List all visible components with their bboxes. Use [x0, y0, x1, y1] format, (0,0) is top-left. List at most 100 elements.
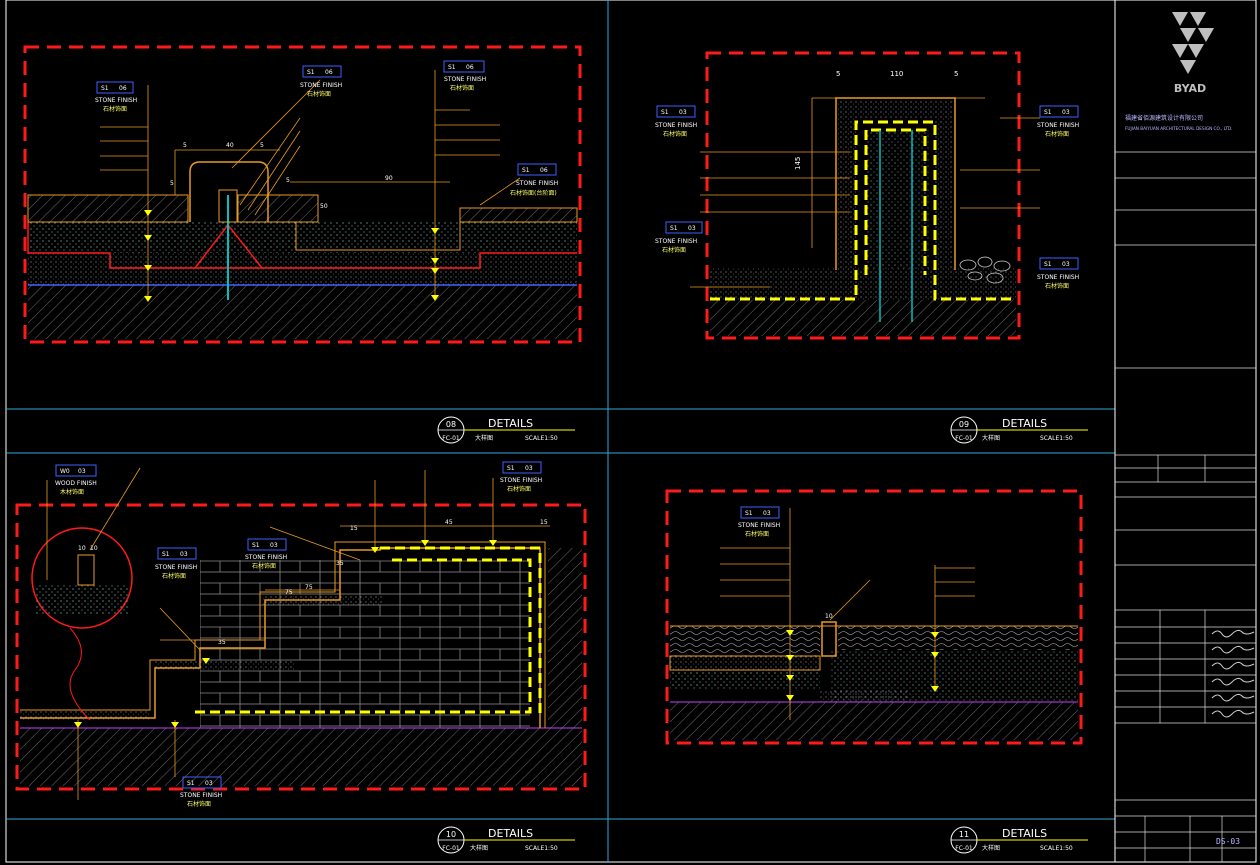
- drawing-number: DS-03: [1216, 837, 1240, 846]
- svg-text:03: 03: [1062, 109, 1070, 116]
- svg-text:石材饰面: 石材饰面: [507, 485, 531, 493]
- svg-text:石材饰面: 石材饰面: [187, 800, 211, 808]
- svg-text:S1: S1: [252, 542, 260, 549]
- svg-text:FC-01: FC-01: [955, 435, 973, 442]
- svg-text:10: 10: [78, 545, 86, 552]
- detail-09-dimensions: 5 110 5 145: [794, 70, 958, 170]
- svg-text:大样图: 大样图: [470, 844, 488, 852]
- svg-text:06: 06: [540, 167, 548, 174]
- svg-text:06: 06: [119, 85, 127, 92]
- sheet-frame: [5, 0, 1257, 863]
- svg-text:STONE FINISH: STONE FINISH: [1037, 274, 1079, 281]
- detail-08-dimensions: 40 5 5 5 90 5 50: [170, 142, 393, 210]
- detail-title-11: 11 FC-01 DETAILS 大样图 SCALE1:50: [950, 826, 1088, 854]
- detail-label: DETAILS: [488, 417, 533, 430]
- svg-text:5: 5: [286, 177, 290, 184]
- svg-text:15: 15: [540, 519, 548, 526]
- detail-09-drawing: [690, 51, 1040, 340]
- svg-text:145: 145: [794, 157, 802, 170]
- svg-text:S1: S1: [745, 510, 753, 517]
- svg-text:35: 35: [336, 560, 344, 567]
- svg-text:45: 45: [445, 519, 453, 526]
- svg-text:DETAILS: DETAILS: [1002, 417, 1047, 430]
- svg-text:石材饰面: 石材饰面: [662, 246, 686, 254]
- detail-08-drawing: [23, 45, 582, 344]
- svg-text:5: 5: [170, 180, 174, 187]
- svg-text:FC-01: FC-01: [442, 845, 460, 852]
- svg-text:75: 75: [305, 584, 313, 591]
- detail-11-drawing: [665, 489, 1083, 745]
- svg-text:06: 06: [466, 64, 474, 71]
- svg-text:石材饰面: 石材饰面: [1045, 130, 1069, 138]
- svg-text:09: 09: [959, 420, 969, 429]
- svg-text:STONE FINISH: STONE FINISH: [245, 554, 287, 561]
- svg-text:STONE FINISH: STONE FINISH: [180, 792, 222, 799]
- svg-text:石材饰面: 石材饰面: [103, 105, 127, 113]
- svg-text:STONE FINISH: STONE FINISH: [655, 122, 697, 129]
- svg-text:W0: W0: [60, 468, 70, 475]
- svg-text:STONE FINISH: STONE FINISH: [155, 564, 197, 571]
- svg-text:大样图: 大样图: [982, 844, 1000, 852]
- detail-number: 08: [446, 420, 456, 429]
- svg-text:5: 5: [954, 70, 958, 78]
- detail-title-10: 10 FC-01 DETAILS 大样图 SCALE1:50: [437, 826, 575, 854]
- svg-text:石材饰面: 石材饰面: [307, 90, 331, 98]
- svg-text:S1: S1: [670, 225, 678, 232]
- svg-text:SCALE1:50: SCALE1:50: [1040, 435, 1073, 442]
- svg-text:石材饰面: 石材饰面: [745, 530, 769, 538]
- svg-text:03: 03: [525, 465, 533, 472]
- svg-text:5: 5: [183, 142, 187, 149]
- svg-text:木材饰面: 木材饰面: [60, 488, 84, 496]
- svg-text:S1: S1: [522, 167, 530, 174]
- svg-text:10: 10: [446, 830, 456, 839]
- byad-logo-icon: [1172, 12, 1214, 74]
- svg-text:110: 110: [890, 70, 903, 78]
- svg-text:石材饰面: 石材饰面: [1045, 282, 1069, 290]
- svg-text:FC-01: FC-01: [442, 435, 460, 442]
- svg-text:石材饰面: 石材饰面: [252, 562, 276, 570]
- svg-text:03: 03: [78, 468, 86, 475]
- detail-11-dimensions: 10: [825, 613, 833, 620]
- svg-text:5: 5: [836, 70, 840, 78]
- svg-text:STONE FINISH: STONE FINISH: [444, 76, 486, 83]
- svg-text:STONE FINISH: STONE FINISH: [516, 180, 558, 187]
- svg-text:S1: S1: [101, 85, 109, 92]
- svg-text:15: 15: [350, 525, 358, 532]
- company-name-en: FUJIAN BAIYUAN ARCHITECTURAL DESIGN CO.,…: [1125, 126, 1232, 131]
- svg-text:S1: S1: [307, 69, 315, 76]
- svg-text:75: 75: [285, 589, 293, 596]
- svg-text:STONE FINISH: STONE FINISH: [1037, 122, 1079, 129]
- svg-text:S1: S1: [448, 64, 456, 71]
- svg-text:WOOD FINISH: WOOD FINISH: [55, 480, 97, 487]
- svg-text:SCALE1:50: SCALE1:50: [525, 435, 558, 442]
- svg-text:06: 06: [325, 69, 333, 76]
- svg-text:DETAILS: DETAILS: [488, 827, 533, 840]
- signatures: [1211, 629, 1255, 718]
- svg-text:03: 03: [270, 542, 278, 549]
- svg-text:FC-01: FC-01: [955, 845, 973, 852]
- svg-text:11: 11: [959, 830, 969, 839]
- svg-text:40: 40: [226, 142, 234, 149]
- svg-text:SCALE1:50: SCALE1:50: [525, 845, 558, 852]
- svg-text:50: 50: [320, 203, 328, 210]
- svg-text:03: 03: [763, 510, 771, 517]
- svg-text:石材饰面(台阶面): 石材饰面(台阶面): [510, 189, 557, 197]
- svg-text:石材饰面: 石材饰面: [450, 84, 474, 92]
- svg-text:S1: S1: [661, 109, 669, 116]
- detail-title-08: 08 FC-01 DETAILS 大样图 SCALE1:50: [437, 416, 575, 444]
- logo-text: BYAD: [1174, 82, 1206, 95]
- svg-text:03: 03: [688, 225, 696, 232]
- svg-text:大样图: 大样图: [982, 434, 1000, 442]
- svg-text:STONE FINISH: STONE FINISH: [95, 97, 137, 104]
- svg-text:S1: S1: [162, 551, 170, 558]
- svg-text:03: 03: [180, 551, 188, 558]
- svg-text:SCALE1:50: SCALE1:50: [1040, 845, 1073, 852]
- svg-text:S1: S1: [1044, 109, 1052, 116]
- svg-text:STONE FINISH: STONE FINISH: [300, 82, 342, 89]
- title-block: BYAD 福建省佰源建筑设计有限公司 FUJIAN BAIYUAN ARCHIT…: [1115, 12, 1256, 862]
- svg-text:35: 35: [218, 639, 226, 646]
